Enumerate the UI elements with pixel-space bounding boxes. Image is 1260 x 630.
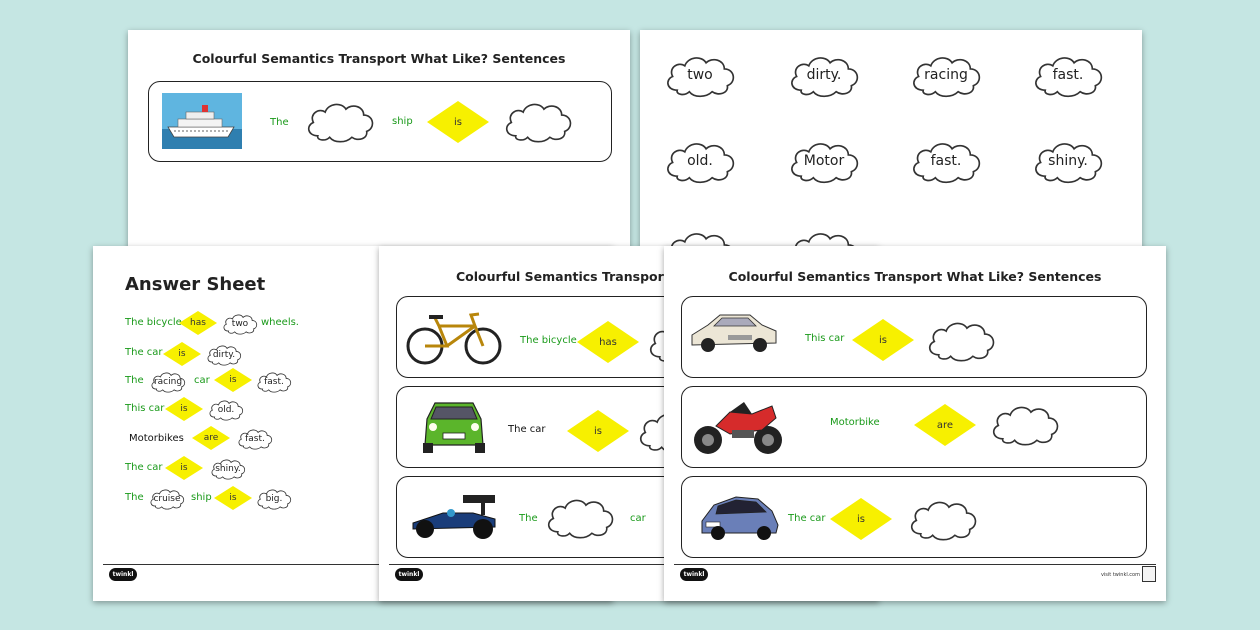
word-the: The [519, 513, 538, 524]
answer-cloud: big. [255, 487, 293, 510]
answer-end: wheels. [261, 317, 299, 328]
footer-url: visit twinkl.com [1100, 572, 1140, 578]
word-card: racing [908, 50, 984, 100]
answer-cloud: fast. [236, 427, 274, 450]
answer-subject: The car [125, 347, 163, 358]
answer-subject: This car [125, 403, 165, 414]
answer-cloud: two [221, 312, 259, 335]
page-title-partial: Colourful Semantics Transport W [456, 269, 688, 284]
answer-verb-diamond: is [163, 342, 201, 366]
verb-diamond: is [830, 498, 892, 540]
answer-noun: ship [191, 492, 212, 503]
word-card: fast. [1030, 50, 1106, 100]
page-title: Colourful Semantics Transport What Like?… [192, 51, 566, 66]
answer-verb-diamond: has [179, 311, 217, 335]
verb-diamond: is [567, 410, 629, 452]
word-card: two [662, 50, 738, 100]
twinkl-logo: twinkl [680, 568, 708, 581]
word-ship: ship [392, 116, 413, 127]
answer-subject: The car [125, 462, 163, 473]
bicycle-image [406, 312, 502, 365]
word-car: car [630, 513, 646, 524]
verb-diamond: is [852, 319, 914, 361]
sentence-row-ship: The ship is [148, 81, 612, 162]
answer-noun: car [194, 375, 210, 386]
answer-subject: The [125, 492, 144, 503]
word-card: old. [662, 136, 738, 186]
verb-diamond: is [427, 101, 489, 143]
old-car-image [691, 314, 777, 352]
sentence-row-blue-car: The car is [681, 476, 1147, 558]
answer-cloud: cruise [148, 487, 186, 510]
answer-subject: The bicycle [125, 317, 182, 328]
answer-cloud: old. [207, 398, 245, 421]
answer-verb-diamond: are [192, 426, 230, 450]
word-card: shiny. [1030, 136, 1106, 186]
blank-cloud [906, 496, 980, 542]
footer-divider [389, 564, 869, 565]
word-card: Motor [786, 136, 862, 186]
word-the: The [270, 117, 289, 128]
blank-cloud [924, 317, 998, 363]
answer-sheet-heading: Answer Sheet [125, 274, 266, 295]
worksheet-page-ship: Colourful Semantics Transport What Like?… [128, 30, 630, 255]
word-cards-page: two dirty. racing fast. old. Motor fast.… [640, 30, 1142, 255]
answer-subject: The [125, 375, 144, 386]
answer-cloud: fast. [255, 370, 293, 393]
word-card: fast. [908, 136, 984, 186]
sentence-row-motorbike: Motorbike are [681, 386, 1147, 468]
word-subject: The car [788, 513, 826, 524]
blank-cloud [303, 98, 377, 144]
word-subject: The car [508, 424, 546, 435]
blank-cloud [988, 401, 1062, 447]
twinkl-logo: twinkl [109, 568, 137, 581]
footer-divider [674, 564, 1156, 565]
word-subject: The bicycle [520, 335, 577, 346]
footer-divider [103, 564, 603, 565]
answer-cloud: dirty. [205, 343, 243, 366]
motorbike-image [694, 402, 782, 454]
cruise-ship-image [162, 93, 242, 149]
page-title: Colourful Semantics Transport What Like?… [728, 269, 1102, 284]
answer-cloud: shiny. [209, 457, 247, 480]
answer-verb-diamond: is [214, 486, 252, 510]
green-car-image [423, 402, 485, 453]
twinkl-logo: twinkl [395, 568, 423, 581]
answer-verb-diamond: is [214, 368, 252, 392]
footer-badge-icon [1142, 566, 1156, 582]
blue-car-image [701, 496, 779, 540]
blank-cloud [501, 98, 575, 144]
word-subject: Motorbike [830, 417, 880, 428]
verb-diamond: has [577, 321, 639, 363]
word-card: dirty. [786, 50, 862, 100]
worksheet-page-cars: Colourful Semantics Transport What Like?… [664, 246, 1166, 601]
verb-diamond: are [914, 404, 976, 446]
answer-verb-diamond: is [165, 397, 203, 421]
blank-cloud [543, 494, 617, 540]
answer-verb-diamond: is [165, 456, 203, 480]
answer-cloud: racing [149, 370, 187, 393]
word-subject: This car [805, 333, 845, 344]
answer-subject: Motorbikes [129, 433, 184, 444]
racing-car-image [412, 495, 496, 539]
sentence-row-old-car: This car is [681, 296, 1147, 378]
